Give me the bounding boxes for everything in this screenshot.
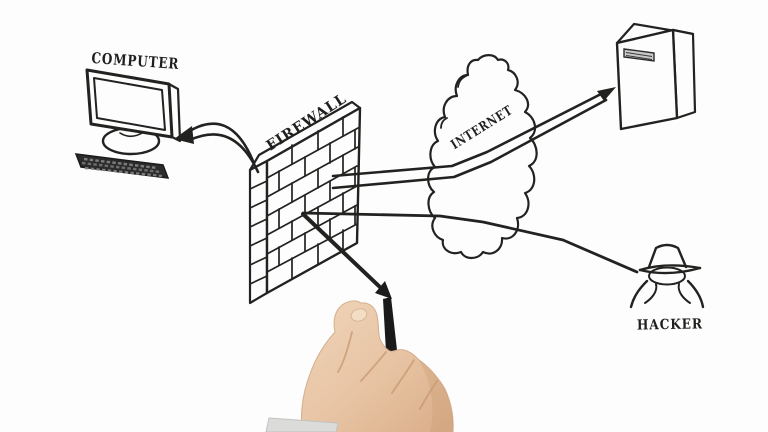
keyboard-icon <box>74 153 170 179</box>
monitor-screen <box>93 77 166 131</box>
desktop-computer-icon <box>74 68 182 179</box>
arrowhead <box>174 126 194 144</box>
hand-holding-marker <box>265 297 454 432</box>
server-tower-icon <box>615 22 697 131</box>
finger-creases <box>337 331 438 410</box>
thumbnail-highlight <box>350 308 368 322</box>
line-firewall-to-hacker <box>301 211 639 274</box>
arrow-firewall-to-server <box>331 87 616 190</box>
arrowhead <box>597 87 616 101</box>
sleeve <box>265 417 339 432</box>
marker-icon <box>383 297 397 352</box>
hacker-label: HACKER <box>637 316 703 333</box>
hand <box>301 300 454 432</box>
arrow-firewall-down-to-marker <box>301 212 392 299</box>
hacker-face <box>648 266 686 286</box>
hacker-hat <box>647 243 688 269</box>
hacker-icon <box>629 243 705 309</box>
computer-label: COMPUTER <box>91 49 180 73</box>
arrow-internet-to-computer <box>174 122 260 174</box>
arrowhead <box>375 281 392 299</box>
internet-cloud-icon <box>427 54 538 260</box>
